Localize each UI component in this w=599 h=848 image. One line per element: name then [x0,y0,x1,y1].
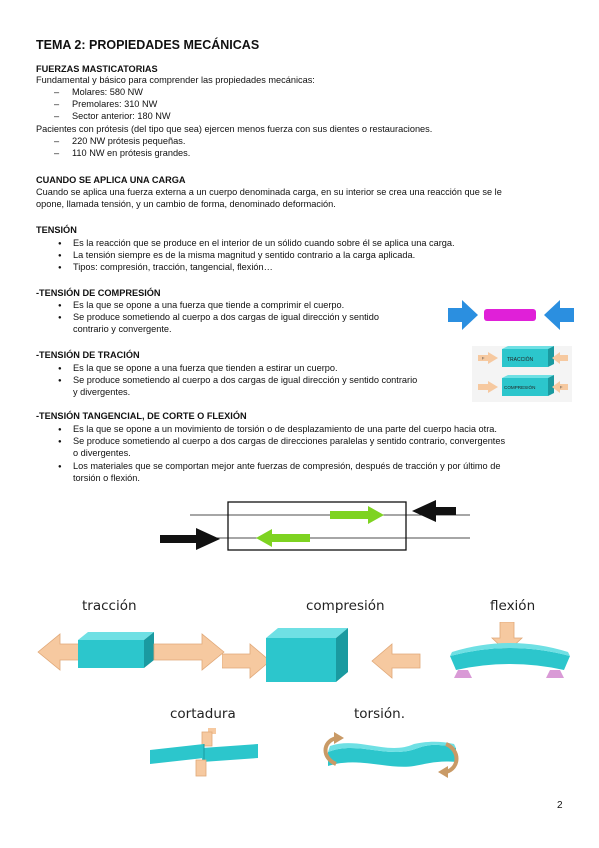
traction-compression-image: TRACCIÓN F COMPRESIÓN F [472,346,572,402]
left-support [454,670,472,678]
left-arrow-icon [552,381,568,393]
left-arrow-icon [37,633,81,671]
shear-diagram [160,500,470,551]
right-support [546,670,564,678]
list-item-continued: torsión o flexión. [73,473,140,483]
page-number: 2 [557,800,563,811]
list-item: Los materiales que se comportan mejor an… [58,461,500,473]
list-item: Se produce sometiendo al cuerpo a dos ca… [58,375,417,387]
force-label: F [482,356,485,361]
up-arrow-icon [195,759,207,777]
list-item: Se produce sometiendo al cuerpo a dos ca… [58,436,505,448]
list-item: 110 NW en prótesis grandes. [54,148,190,159]
section-heading-tangencial: -TENSIÓN TANGENCIAL, DE CORTE O FLEXIÓN [36,411,247,421]
list-item-continued: contrario y convergente. [73,324,172,334]
traction-label: TRACCIÓN [507,356,534,363]
carga-line-1: Cuando se aplica una fuerza externa a un… [36,187,502,197]
list-item: Es la que se opone a un movimiento de to… [58,424,497,436]
protesis-text: Pacientes con prótesis (del tipo que sea… [36,124,433,134]
section-heading-carga: CUANDO SE APLICA UNA CARGA [36,175,186,185]
list-item: Es la que se opone a una fuerza que tien… [58,363,338,375]
carga-line-2: opone, llamada tensión, y un cambio de f… [36,199,336,209]
left-arrow-icon [478,352,498,364]
section-heading-compresion: -TENSIÓN DE COMPRESIÓN [36,288,161,298]
bent-beam [450,648,570,670]
flexion-figure [450,622,570,678]
right-arrow-icon [160,528,220,550]
list-item: Es la reacción que se produce en el inte… [58,238,455,250]
list-item: Molares: 580 NW [54,87,143,98]
traccion-block [78,640,144,668]
right-arrow-icon [552,352,568,364]
left-arrow-icon [256,529,310,547]
down-arrow-icon [201,731,213,747]
right-arrow-icon [478,381,498,393]
compresion-block [266,638,336,682]
torsion-figure [323,732,459,778]
list-item: Se produce sometiendo al cuerpo a dos ca… [58,312,379,324]
compresion-figure [222,628,421,682]
list-item: Es la que se opone a una fuerza que tien… [58,300,344,312]
right-arrow-icon [448,300,478,330]
right-arrow-icon [153,633,225,671]
section-heading-traccion: -TENSIÓN DE TRACIÓN [36,350,140,360]
body-rectangle [227,501,407,551]
list-item: Premolares: 310 NW [54,99,157,110]
rotate-arrow-icon [445,742,459,774]
caption-traccion: tracción [82,598,137,614]
force-label: F [560,385,563,390]
compression-diagram [448,300,574,330]
rotate-arrow-icon [323,736,337,766]
list-item: 220 NW prótesis pequeñas. [54,136,185,147]
twisted-bar [328,744,456,767]
list-item-continued: o divergentes. [73,448,131,458]
cut-block-right [202,744,258,762]
compression-label: COMPRESIÓN [504,384,535,390]
left-arrow-icon [544,300,574,330]
page-title: TEMA 2: PROPIEDADES MECÁNICAS [36,38,260,52]
cut-block-left [150,744,204,764]
traccion-figure [37,632,225,671]
list-item: Tipos: compresión, tracción, tangencial,… [58,262,273,274]
caption-torsion: torsión. [354,706,405,722]
compressed-bar [484,309,536,321]
caption-cortadura: cortadura [170,706,236,722]
cortadura-figure [150,728,258,777]
caption-compresion: compresión [306,598,385,614]
right-arrow-icon [330,506,384,524]
section-heading-tension: TENSIÓN [36,225,77,235]
caption-flexion: flexión [490,598,536,614]
list-item: Sector anterior: 180 NW [54,111,170,122]
list-item: La tensión siempre es de la misma magnit… [58,250,415,262]
traction-block [502,349,548,367]
compression-block [502,378,548,396]
left-arrow-icon [371,643,421,679]
fuerzas-intro: Fundamental y básico para comprender las… [36,75,315,85]
right-arrow-icon [222,643,271,679]
list-item-continued: y divergentes. [73,387,131,397]
left-arrow-icon [412,500,456,522]
section-heading-fuerzas: FUERZAS MASTICATORIAS [36,64,158,74]
